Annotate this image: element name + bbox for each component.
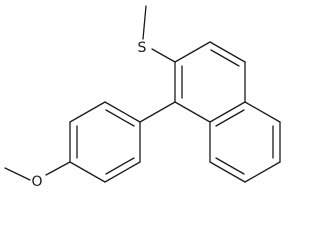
chemical-structure-diagram: S O <box>4 5 281 190</box>
bond-c8a-c4a-inner <box>215 109 245 127</box>
bond-ph-para-meta2 <box>69 161 106 183</box>
bond-ph-ipso-ortho1-inner <box>105 109 135 127</box>
sulfur-atom-label: S <box>138 40 147 56</box>
bond-methyl-sulfur <box>142 5 147 40</box>
bond-oxygen-methyl <box>4 167 31 181</box>
bond-ph-ipso-ortho1 <box>104 101 141 123</box>
bond-c3-c4-inner <box>210 49 240 67</box>
bond-c3-c4-outer <box>209 41 246 63</box>
bond-sulfur-c2 <box>151 48 176 63</box>
bond-ph-meta2-ortho2-inner <box>105 157 135 175</box>
naphthalene-ring-a <box>174 41 246 123</box>
bond-c4a-c8a-outer <box>209 101 246 123</box>
bond-c4a-c5 <box>244 101 281 123</box>
bond-ph-meta2-ortho2 <box>104 161 141 183</box>
bond-ph-ortho1-meta1 <box>69 101 106 123</box>
bond-c6-c7 <box>244 161 281 183</box>
bond-c7-c8-inner <box>215 157 245 175</box>
methylthio-group: S <box>138 5 176 63</box>
oxygen-atom-label: O <box>31 174 42 190</box>
bond-c2-c3 <box>174 41 211 63</box>
bond-ring-oxygen <box>45 161 71 176</box>
naphthalene-ring-b <box>209 101 281 183</box>
bond-biaryl <box>139 101 176 123</box>
bond-c8a-c1 <box>174 101 211 123</box>
bond-c7-c8 <box>209 161 246 183</box>
methoxy-group: O <box>4 161 71 190</box>
methoxyphenyl-ring <box>69 101 141 183</box>
